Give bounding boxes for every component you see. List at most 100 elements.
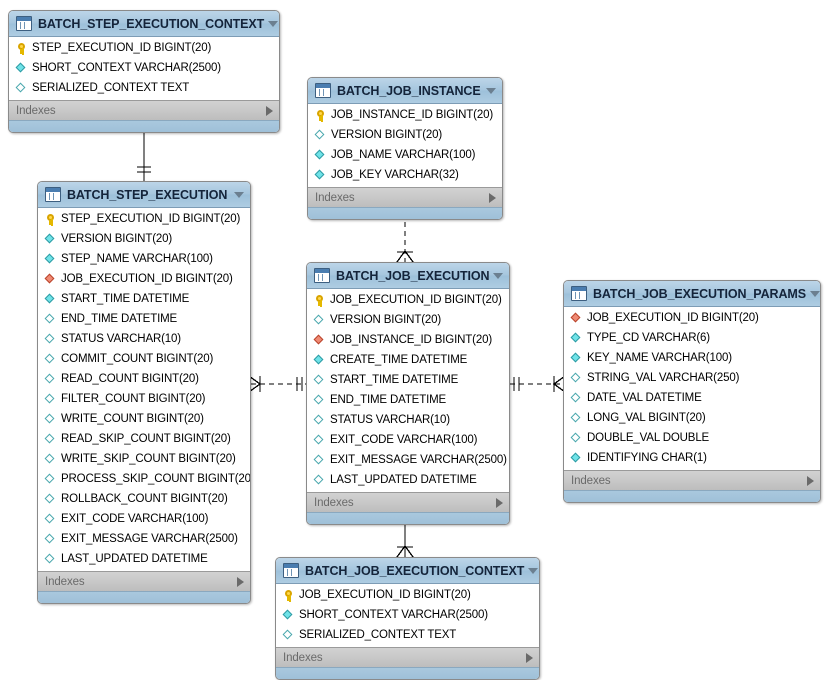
column-row[interactable]: EXIT_CODE VARCHAR(100): [307, 430, 509, 450]
nullable-column-icon: [44, 533, 56, 545]
chevron-right-icon[interactable]: [237, 576, 244, 587]
column-row[interactable]: COMMIT_COUNT BIGINT(20): [38, 349, 250, 369]
column-row[interactable]: STRING_VAL VARCHAR(250): [564, 368, 820, 388]
column-row[interactable]: FILTER_COUNT BIGINT(20): [38, 389, 250, 409]
indexes-label: Indexes: [283, 651, 323, 664]
indexes-section[interactable]: Indexes: [564, 470, 820, 490]
table-footer: [308, 207, 502, 219]
column-row[interactable]: SERIALIZED_CONTEXT TEXT: [276, 625, 539, 645]
chevron-down-icon[interactable]: [493, 272, 504, 279]
column-row[interactable]: LAST_UPDATED DATETIME: [38, 549, 250, 569]
column-row[interactable]: DATE_VAL DATETIME: [564, 388, 820, 408]
table-header[interactable]: BATCH_STEP_EXECUTION_CONTEXT: [9, 11, 279, 37]
column-row[interactable]: VERSION BIGINT(20): [307, 310, 509, 330]
chevron-down-icon[interactable]: [809, 290, 820, 297]
column-row[interactable]: END_TIME DATETIME: [307, 390, 509, 410]
column-row[interactable]: VERSION BIGINT(20): [308, 125, 502, 145]
chevron-down-icon[interactable]: [268, 20, 279, 27]
column-row[interactable]: STATUS VARCHAR(10): [38, 329, 250, 349]
column-row[interactable]: JOB_EXECUTION_ID BIGINT(20): [38, 269, 250, 289]
column-row[interactable]: STEP_NAME VARCHAR(100): [38, 249, 250, 269]
chevron-right-icon[interactable]: [489, 192, 496, 203]
column-row[interactable]: EXIT_MESSAGE VARCHAR(2500): [307, 450, 509, 470]
nullable-column-icon: [313, 414, 325, 426]
column-row[interactable]: VERSION BIGINT(20): [38, 229, 250, 249]
not-null-column-icon: [570, 352, 582, 364]
chevron-right-icon[interactable]: [526, 652, 533, 663]
table-batch_job_instance[interactable]: BATCH_JOB_INSTANCE JOB_INSTANCE_ID BIGINT…: [307, 77, 503, 220]
column-row[interactable]: DOUBLE_VAL DOUBLE: [564, 428, 820, 448]
column-row[interactable]: READ_COUNT BIGINT(20): [38, 369, 250, 389]
column-row[interactable]: IDENTIFYING CHAR(1): [564, 448, 820, 468]
column-row[interactable]: TYPE_CD VARCHAR(6): [564, 328, 820, 348]
column-row[interactable]: STEP_EXECUTION_ID BIGINT(20): [9, 38, 279, 58]
indexes-section[interactable]: Indexes: [308, 187, 502, 207]
column-row[interactable]: KEY_NAME VARCHAR(100): [564, 348, 820, 368]
nullable-column-icon: [313, 454, 325, 466]
column-row[interactable]: WRITE_COUNT BIGINT(20): [38, 409, 250, 429]
column-label: CREATE_TIME DATETIME: [330, 354, 468, 366]
column-row[interactable]: LONG_VAL BIGINT(20): [564, 408, 820, 428]
indexes-label: Indexes: [314, 496, 354, 509]
column-row[interactable]: END_TIME DATETIME: [38, 309, 250, 329]
column-row[interactable]: EXIT_MESSAGE VARCHAR(2500): [38, 529, 250, 549]
column-list: STEP_EXECUTION_ID BIGINT(20)SHORT_CONTEX…: [9, 37, 279, 100]
column-row[interactable]: CREATE_TIME DATETIME: [307, 350, 509, 370]
chevron-down-icon[interactable]: [528, 567, 539, 574]
column-label: DOUBLE_VAL DOUBLE: [587, 432, 710, 444]
chevron-right-icon[interactable]: [807, 475, 814, 486]
column-label: IDENTIFYING CHAR(1): [587, 452, 707, 464]
column-row[interactable]: SHORT_CONTEXT VARCHAR(2500): [276, 605, 539, 625]
column-label: EXIT_MESSAGE VARCHAR(2500): [61, 533, 238, 545]
chevron-down-icon[interactable]: [486, 87, 496, 94]
column-row[interactable]: JOB_INSTANCE_ID BIGINT(20): [308, 105, 502, 125]
column-list: STEP_EXECUTION_ID BIGINT(20)VERSION BIGI…: [38, 208, 250, 571]
indexes-section[interactable]: Indexes: [9, 100, 279, 120]
column-row[interactable]: START_TIME DATETIME: [307, 370, 509, 390]
column-row[interactable]: SERIALIZED_CONTEXT TEXT: [9, 78, 279, 98]
chevron-down-icon[interactable]: [234, 191, 244, 198]
table-name: BATCH_JOB_EXECUTION_PARAMS: [593, 286, 806, 301]
column-list: JOB_EXECUTION_ID BIGINT(20)VERSION BIGIN…: [307, 289, 509, 492]
table-header[interactable]: BATCH_STEP_EXECUTION: [38, 182, 250, 208]
column-row[interactable]: EXIT_CODE VARCHAR(100): [38, 509, 250, 529]
indexes-section[interactable]: Indexes: [307, 492, 509, 512]
table-name: BATCH_JOB_INSTANCE: [337, 83, 481, 98]
column-row[interactable]: WRITE_SKIP_COUNT BIGINT(20): [38, 449, 250, 469]
column-label: JOB_EXECUTION_ID BIGINT(20): [299, 589, 471, 601]
column-label: JOB_NAME VARCHAR(100): [331, 149, 476, 161]
column-row[interactable]: START_TIME DATETIME: [38, 289, 250, 309]
indexes-section[interactable]: Indexes: [276, 647, 539, 667]
table-header[interactable]: BATCH_JOB_INSTANCE: [308, 78, 502, 104]
column-label: ROLLBACK_COUNT BIGINT(20): [61, 493, 228, 505]
indexes-section[interactable]: Indexes: [38, 571, 250, 591]
column-row[interactable]: JOB_NAME VARCHAR(100): [308, 145, 502, 165]
table-header[interactable]: BATCH_JOB_EXECUTION_PARAMS: [564, 281, 820, 307]
column-row[interactable]: JOB_KEY VARCHAR(32): [308, 165, 502, 185]
column-row[interactable]: PROCESS_SKIP_COUNT BIGINT(20): [38, 469, 250, 489]
column-row[interactable]: READ_SKIP_COUNT BIGINT(20): [38, 429, 250, 449]
column-row[interactable]: JOB_EXECUTION_ID BIGINT(20): [307, 290, 509, 310]
column-row[interactable]: JOB_INSTANCE_ID BIGINT(20): [307, 330, 509, 350]
chevron-right-icon[interactable]: [496, 497, 503, 508]
nullable-column-icon: [313, 314, 325, 326]
column-row[interactable]: JOB_EXECUTION_ID BIGINT(20): [276, 585, 539, 605]
column-row[interactable]: STATUS VARCHAR(10): [307, 410, 509, 430]
chevron-right-icon[interactable]: [266, 105, 273, 116]
nullable-column-icon: [282, 629, 294, 641]
column-row[interactable]: JOB_EXECUTION_ID BIGINT(20): [564, 308, 820, 328]
column-row[interactable]: ROLLBACK_COUNT BIGINT(20): [38, 489, 250, 509]
column-row[interactable]: STEP_EXECUTION_ID BIGINT(20): [38, 209, 250, 229]
table-header[interactable]: BATCH_JOB_EXECUTION_CONTEXT: [276, 558, 539, 584]
table-header[interactable]: BATCH_JOB_EXECUTION: [307, 263, 509, 289]
not-null-column-icon: [44, 233, 56, 245]
column-row[interactable]: SHORT_CONTEXT VARCHAR(2500): [9, 58, 279, 78]
column-row[interactable]: LAST_UPDATED DATETIME: [307, 470, 509, 490]
column-list: JOB_EXECUTION_ID BIGINT(20) SHORT_CONTEXT…: [276, 584, 539, 647]
table-batch_job_execution_params[interactable]: BATCH_JOB_EXECUTION_PARAMS JOB_EXECUTION_…: [563, 280, 821, 503]
